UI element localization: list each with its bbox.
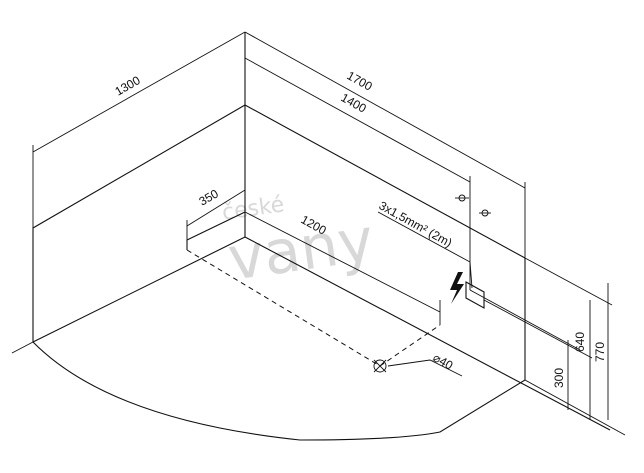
floor-left-edge [32,236,246,343]
drain-symbol [373,359,387,373]
socket-height-leader [483,299,593,359]
dim-350-label: 350 [197,186,222,208]
dim-1400-line [244,57,471,183]
lightning-icon [450,272,464,304]
dim-300-top-ext [469,289,581,351]
ground-left [11,341,34,354]
ground-right [524,379,626,436]
drain-leader [387,359,463,377]
dim-1700-line [244,31,526,189]
socket-box [465,281,485,309]
apron-curve [32,341,526,441]
left-wall [32,104,246,342]
cable-leader-drop [469,261,473,289]
dim-770-label: 770 [593,342,607,362]
dim-1300-label: 1300 [113,73,143,99]
drain-label: ⌀40 [431,350,456,372]
back-wall-top [244,104,526,259]
socket-marker-1 [458,194,466,202]
dim-1200-line [244,211,441,313]
drain-cross-2 [373,359,387,373]
cable-leader [377,211,471,263]
dim-1300-line [32,31,246,153]
socket-marker-2 [481,209,489,217]
dim-770-top-ext [524,257,613,306]
dim-640-label: 640 [573,332,587,352]
dim-350-line [186,189,246,227]
cable-label: 3x1,5mm² (2m) [377,198,455,250]
base-back [186,211,246,241]
base-dashed-front [186,249,381,367]
dim-300-label: 300 [552,368,566,388]
base-dashed-right [379,324,441,367]
